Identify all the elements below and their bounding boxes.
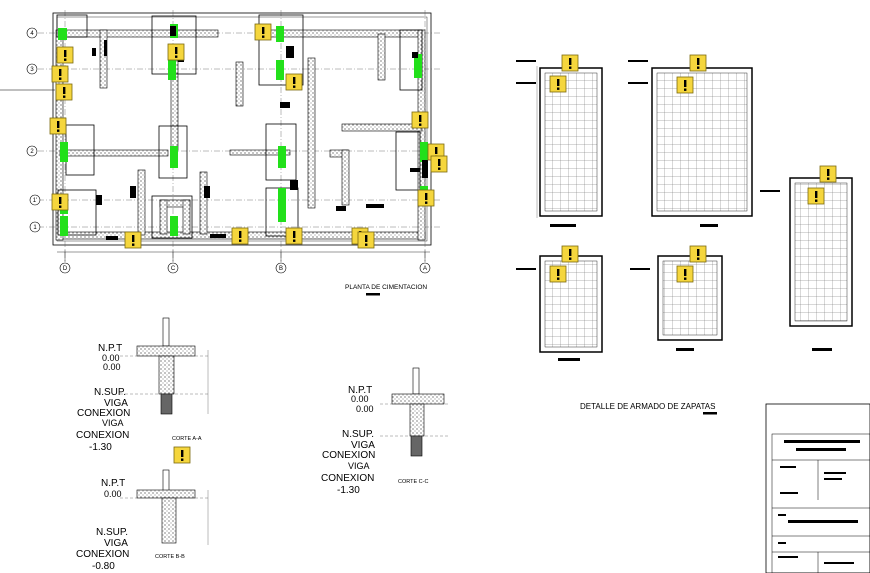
axis-label-a: A (423, 266, 427, 272)
footing-details: DETALLE DE ARMADO DE ZAPATAS (516, 54, 853, 415)
section-bb-value: -0.80 (92, 561, 115, 572)
section-cc-npt-value: 0.00 (356, 404, 374, 414)
section-bb-viga: VIGA (104, 538, 128, 549)
plan-title: PLANTA DE CIMENTACION (345, 284, 427, 291)
section-aa-drawing: CORTE A-A (120, 317, 210, 442)
section-bb-caption: CORTE B-B (155, 554, 185, 560)
section-aa-caption: CORTE A-A (172, 436, 202, 442)
section-aa-npt-value: 0.00 (103, 362, 121, 372)
footings-title: DETALLE DE ARMADO DE ZAPATAS (580, 402, 715, 411)
section-cc-viga-overlap: VIGA (348, 461, 370, 471)
axis-label-d: D (63, 266, 68, 272)
section-bb-nsup: N.SUP. (96, 527, 129, 538)
section-aa-npt-value-overlap: 0.00 (102, 353, 120, 363)
axis-label-c: C (171, 266, 176, 272)
section-cc-caption: CORTE C-C (398, 479, 428, 485)
section-aa-viga: VIGA (104, 398, 128, 409)
section-aa-nsup: N.SUP. (94, 387, 127, 398)
section-cc-conexion-2: CONEXION (321, 473, 375, 484)
section-bb-conexion: CONEXION (76, 549, 130, 560)
section-aa-viga-overlap: VIGA (102, 418, 124, 428)
section-cc-npt-value-overlap: 0.00 (351, 394, 369, 404)
title-block (765, 403, 870, 573)
section-aa-conexion: CONEXION (77, 408, 131, 419)
footing-4 (630, 255, 723, 351)
axis-label-4: 4 (30, 31, 34, 37)
section-cc-drawing: CORTE C-C (380, 367, 450, 485)
section-cc-value: -1.30 (337, 485, 360, 496)
section-cc-viga: VIGA (351, 440, 375, 451)
axis-label-1: 1 (33, 225, 37, 231)
section-aa-npt: N.P.T (98, 343, 123, 354)
axis-label-3: 3 (30, 67, 34, 73)
section-bb-drawing: CORTE B-B (120, 469, 210, 560)
axis-label-2: 2 (30, 149, 34, 155)
axis-label-b: B (279, 266, 283, 272)
section-cc-conexion: CONEXION (322, 450, 376, 461)
axis-label-1prime: 1' (33, 198, 37, 204)
section-bb-npt: N.P.T (101, 478, 126, 489)
footing-1 (516, 60, 603, 227)
section-aa-conexion-2: CONEXION (76, 430, 130, 441)
footing-2 (628, 60, 753, 227)
footing-5 (760, 177, 853, 351)
section-cc-nsup: N.SUP. (342, 429, 375, 440)
section-cc-npt: N.P.T (348, 385, 373, 396)
section-bb-npt-value: 0.00 (104, 489, 122, 499)
section-aa-value: -1.30 (89, 442, 112, 453)
